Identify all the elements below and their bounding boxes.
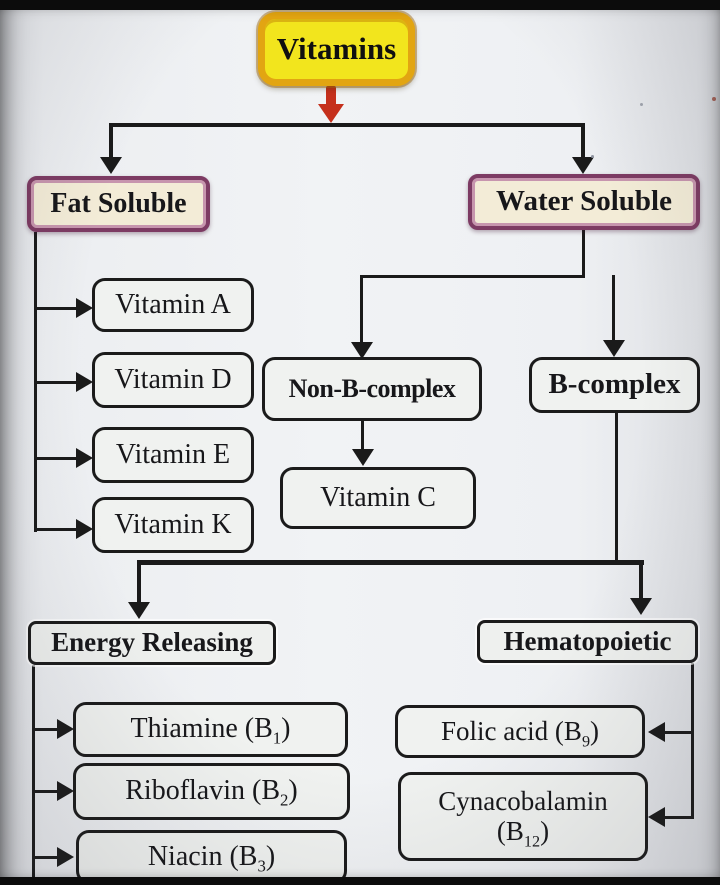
node-niacin: Niacin (B3)	[76, 830, 347, 884]
arrowhead-right-vitamin-d-icon	[76, 372, 93, 392]
connector-water-v	[581, 123, 585, 159]
node-cynacobalamin-label: Cynacobalamin (B12)	[438, 785, 608, 850]
connector-nonb-v	[360, 275, 363, 345]
connector-energy-v	[137, 560, 141, 604]
node-b-complex-label: B-complex	[548, 368, 681, 401]
node-hematopoietic: Hematopoietic	[477, 620, 698, 663]
arrowhead-right-vitamin-k-icon	[76, 519, 93, 539]
connector-bcomplex-down	[615, 412, 618, 564]
red-arrow-down-icon	[318, 104, 344, 123]
arrowhead-right-vitamin-e-icon	[76, 448, 93, 468]
node-non-b-complex-label: Non-B-complex	[288, 373, 456, 403]
arrowhead-down-water-icon	[572, 157, 594, 174]
node-vitamin-a: Vitamin A	[92, 278, 254, 332]
photo-speck	[591, 155, 594, 158]
node-vitamin-d-label: Vitamin D	[114, 363, 232, 395]
node-thiamine: Thiamine (B1)	[73, 702, 348, 757]
node-folic-acid: Folic acid (B9)	[395, 705, 645, 758]
arrowhead-down-bcomplex-icon	[603, 340, 625, 357]
connector-vitamin-c-v	[361, 421, 364, 451]
node-water-soluble: Water Soluble	[468, 174, 700, 230]
arrowhead-right-riboflavin-icon	[57, 781, 74, 801]
connector-branch-riboflavin	[32, 790, 60, 793]
connector-bottom-split-h	[137, 560, 644, 565]
node-vitamins: Vitamins	[258, 12, 415, 86]
node-fat-soluble: Fat Soluble	[27, 176, 210, 232]
arrowhead-down-vitamin-c-icon	[352, 449, 374, 466]
node-vitamin-c: Vitamin C	[280, 467, 476, 529]
node-vitamin-k-label: Vitamin K	[114, 508, 232, 540]
connector-branch-cyna	[664, 816, 694, 819]
connector-bcomplex-v	[612, 275, 615, 343]
arrowhead-right-thiamine-icon	[57, 719, 74, 739]
node-niacin-label: Niacin (B3)	[147, 840, 276, 876]
bottom-black-bar	[0, 877, 720, 885]
photo-speck	[640, 103, 643, 106]
arrowhead-down-energy-icon	[128, 602, 150, 619]
node-vitamin-a-label: Vitamin A	[115, 288, 231, 320]
node-vitamin-d: Vitamin D	[92, 352, 254, 408]
connector-energy-spine	[32, 665, 35, 877]
top-black-bar	[0, 0, 720, 10]
node-vitamin-e-label: Vitamin E	[115, 438, 231, 470]
node-vitamin-e: Vitamin E	[92, 427, 254, 483]
photo-speck	[712, 97, 716, 101]
connector-branch-vitamin-d	[34, 381, 78, 384]
node-b-complex: B-complex	[529, 357, 700, 413]
arrowhead-down-fat-icon	[100, 157, 122, 174]
node-riboflavin: Riboflavin (B2)	[73, 763, 350, 820]
red-arrow-stem	[326, 86, 336, 106]
connector-branch-vitamin-e	[34, 457, 78, 460]
arrowhead-down-hema-icon	[630, 598, 652, 615]
node-non-b-complex: Non-B-complex	[262, 357, 482, 421]
arrowhead-right-vitamin-a-icon	[76, 298, 93, 318]
connector-branch-vitamin-a	[34, 307, 78, 310]
node-riboflavin-label: Riboflavin (B2)	[125, 775, 298, 810]
node-vitamin-k: Vitamin K	[92, 497, 254, 553]
connector-hema-spine	[691, 663, 694, 818]
node-vitamin-c-label: Vitamin C	[320, 481, 436, 513]
connector-branch-thiamine	[32, 728, 60, 731]
node-hematopoietic-label: Hematopoietic	[503, 625, 672, 656]
node-energy-releasing: Energy Releasing	[28, 621, 276, 665]
arrowhead-left-cyna-icon	[648, 807, 665, 827]
arrowhead-right-niacin-icon	[57, 847, 74, 867]
connector-branch-niacin	[32, 856, 60, 859]
arrowhead-down-nonb-icon	[351, 342, 373, 359]
connector-branch-folic	[664, 731, 694, 734]
node-thiamine-label: Thiamine (B1)	[130, 713, 291, 748]
connector-top-split-h	[109, 123, 585, 127]
connector-water-down	[582, 228, 585, 278]
connector-hema-v	[639, 560, 643, 600]
node-energy-releasing-label: Energy Releasing	[51, 627, 253, 658]
connector-fat-v	[109, 123, 113, 159]
node-folic-acid-label: Folic acid (B9)	[440, 715, 600, 751]
node-vitamins-label: Vitamins	[276, 30, 397, 66]
node-cynacobalamin: Cynacobalamin (B12)	[398, 772, 648, 861]
connector-branch-vitamin-k	[34, 528, 78, 531]
node-water-soluble-label: Water Soluble	[496, 185, 672, 218]
arrowhead-left-folic-icon	[648, 722, 665, 742]
node-fat-soluble-label: Fat Soluble	[50, 187, 187, 219]
connector-water-split-h	[360, 275, 585, 278]
